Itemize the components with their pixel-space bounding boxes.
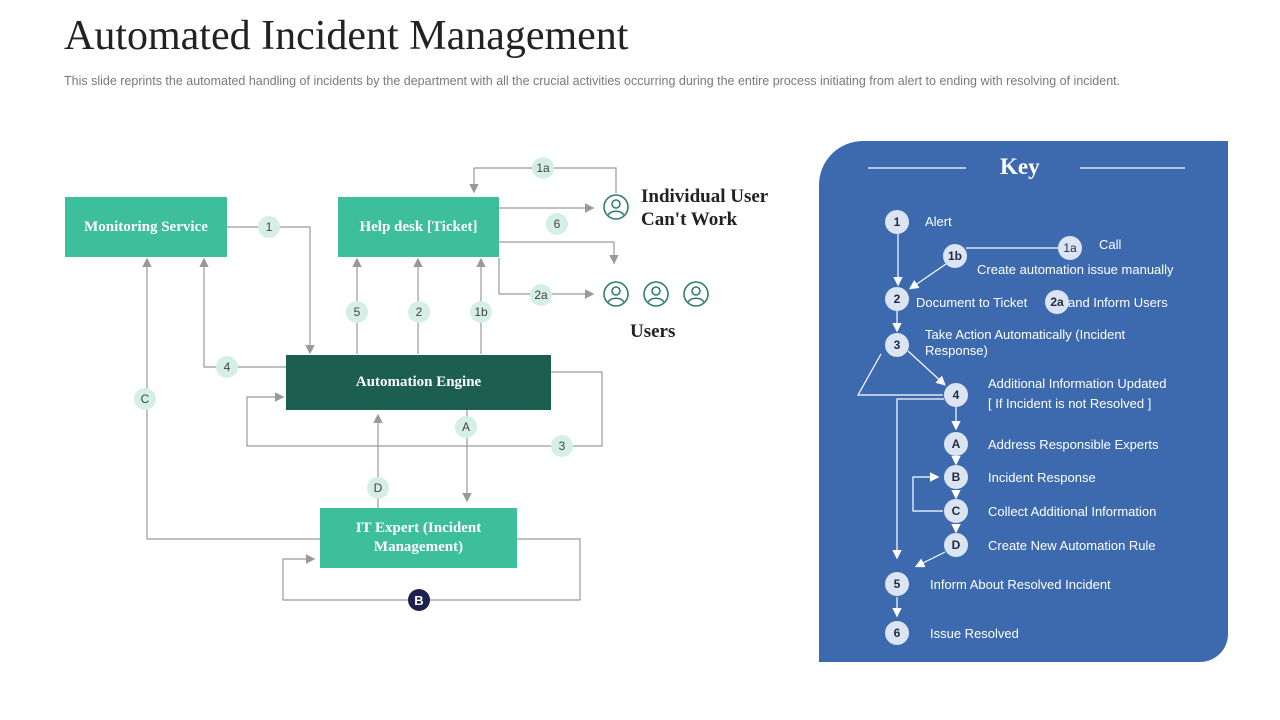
page-subtitle: This slide reprints the automated handli… bbox=[64, 74, 1121, 88]
step-badge-1b: 1b bbox=[470, 301, 492, 323]
key-badge-3: 3 bbox=[885, 333, 909, 357]
user-icon bbox=[683, 281, 709, 307]
step-badge-b: B bbox=[408, 589, 430, 611]
key-text-add-info: Additional Information Updated bbox=[988, 376, 1167, 391]
key-text-address-experts: Address Responsible Experts bbox=[988, 437, 1159, 452]
key-text-inform-resolved: Inform About Resolved Incident bbox=[930, 577, 1111, 592]
key-text-if-not-resolved: [ If Incident is not Resolved ] bbox=[988, 396, 1152, 411]
step-badge-2: 2 bbox=[408, 301, 430, 323]
step-badge-5: 5 bbox=[346, 301, 368, 323]
key-text-create-manual: Create automation issue manually bbox=[977, 262, 1174, 277]
key-badge-2a: 2a bbox=[1045, 290, 1069, 314]
key-badge-a: A bbox=[944, 432, 968, 456]
step-badge-d: D bbox=[367, 477, 389, 499]
step-badge-a: A bbox=[455, 416, 477, 438]
key-text-incident-response: Incident Response bbox=[988, 470, 1096, 485]
key-title: Key bbox=[1000, 154, 1040, 179]
step-badge-4: 4 bbox=[216, 356, 238, 378]
users-label: Users bbox=[630, 321, 676, 342]
step-badge-1: 1 bbox=[258, 216, 280, 238]
individual-user-label: Individual User Can't Work bbox=[641, 186, 768, 230]
key-badge-c: C bbox=[944, 499, 968, 523]
step-badge-2a: 2a bbox=[530, 284, 552, 306]
monitoring-service-box: Monitoring Service bbox=[65, 197, 227, 257]
automation-engine-box: Automation Engine bbox=[286, 355, 551, 410]
key-badge-6: 6 bbox=[885, 621, 909, 645]
user-icon bbox=[643, 281, 669, 307]
key-text-alert: Alert bbox=[925, 214, 952, 229]
key-text-inform-users: and Inform Users bbox=[1068, 295, 1168, 310]
user-icon bbox=[603, 281, 629, 307]
key-text-doc-ticket: Document to Ticket bbox=[916, 295, 1028, 310]
key-badge-1: 1 bbox=[885, 210, 909, 234]
key-badge-d: D bbox=[944, 533, 968, 557]
step-badge-1a: 1a bbox=[532, 157, 554, 179]
key-badge-5: 5 bbox=[885, 572, 909, 596]
key-badge-2: 2 bbox=[885, 287, 909, 311]
it-expert-box: IT Expert (Incident Management) bbox=[320, 508, 517, 568]
key-text-call: Call bbox=[1099, 237, 1122, 252]
key-badge-b: B bbox=[944, 465, 968, 489]
step-badge-3: 3 bbox=[551, 435, 573, 457]
key-text-collect-info: Collect Additional Information bbox=[988, 504, 1157, 519]
page-title: Automated Incident Management bbox=[64, 13, 629, 59]
key-badge-4: 4 bbox=[944, 383, 968, 407]
key-badge-1b: 1b bbox=[943, 244, 967, 268]
helpdesk-ticket-box: Help desk [Ticket] bbox=[338, 197, 499, 257]
key-text-new-rule: Create New Automation Rule bbox=[988, 538, 1156, 553]
step-badge-6: 6 bbox=[546, 213, 568, 235]
key-badge-1a: 1a bbox=[1058, 236, 1082, 260]
user-icon bbox=[603, 194, 629, 220]
key-text-take-action: Take Action Automatically (Incident Resp… bbox=[925, 327, 1126, 358]
key-text-issue-resolved: Issue Resolved bbox=[930, 626, 1019, 641]
step-badge-c: C bbox=[134, 388, 156, 410]
